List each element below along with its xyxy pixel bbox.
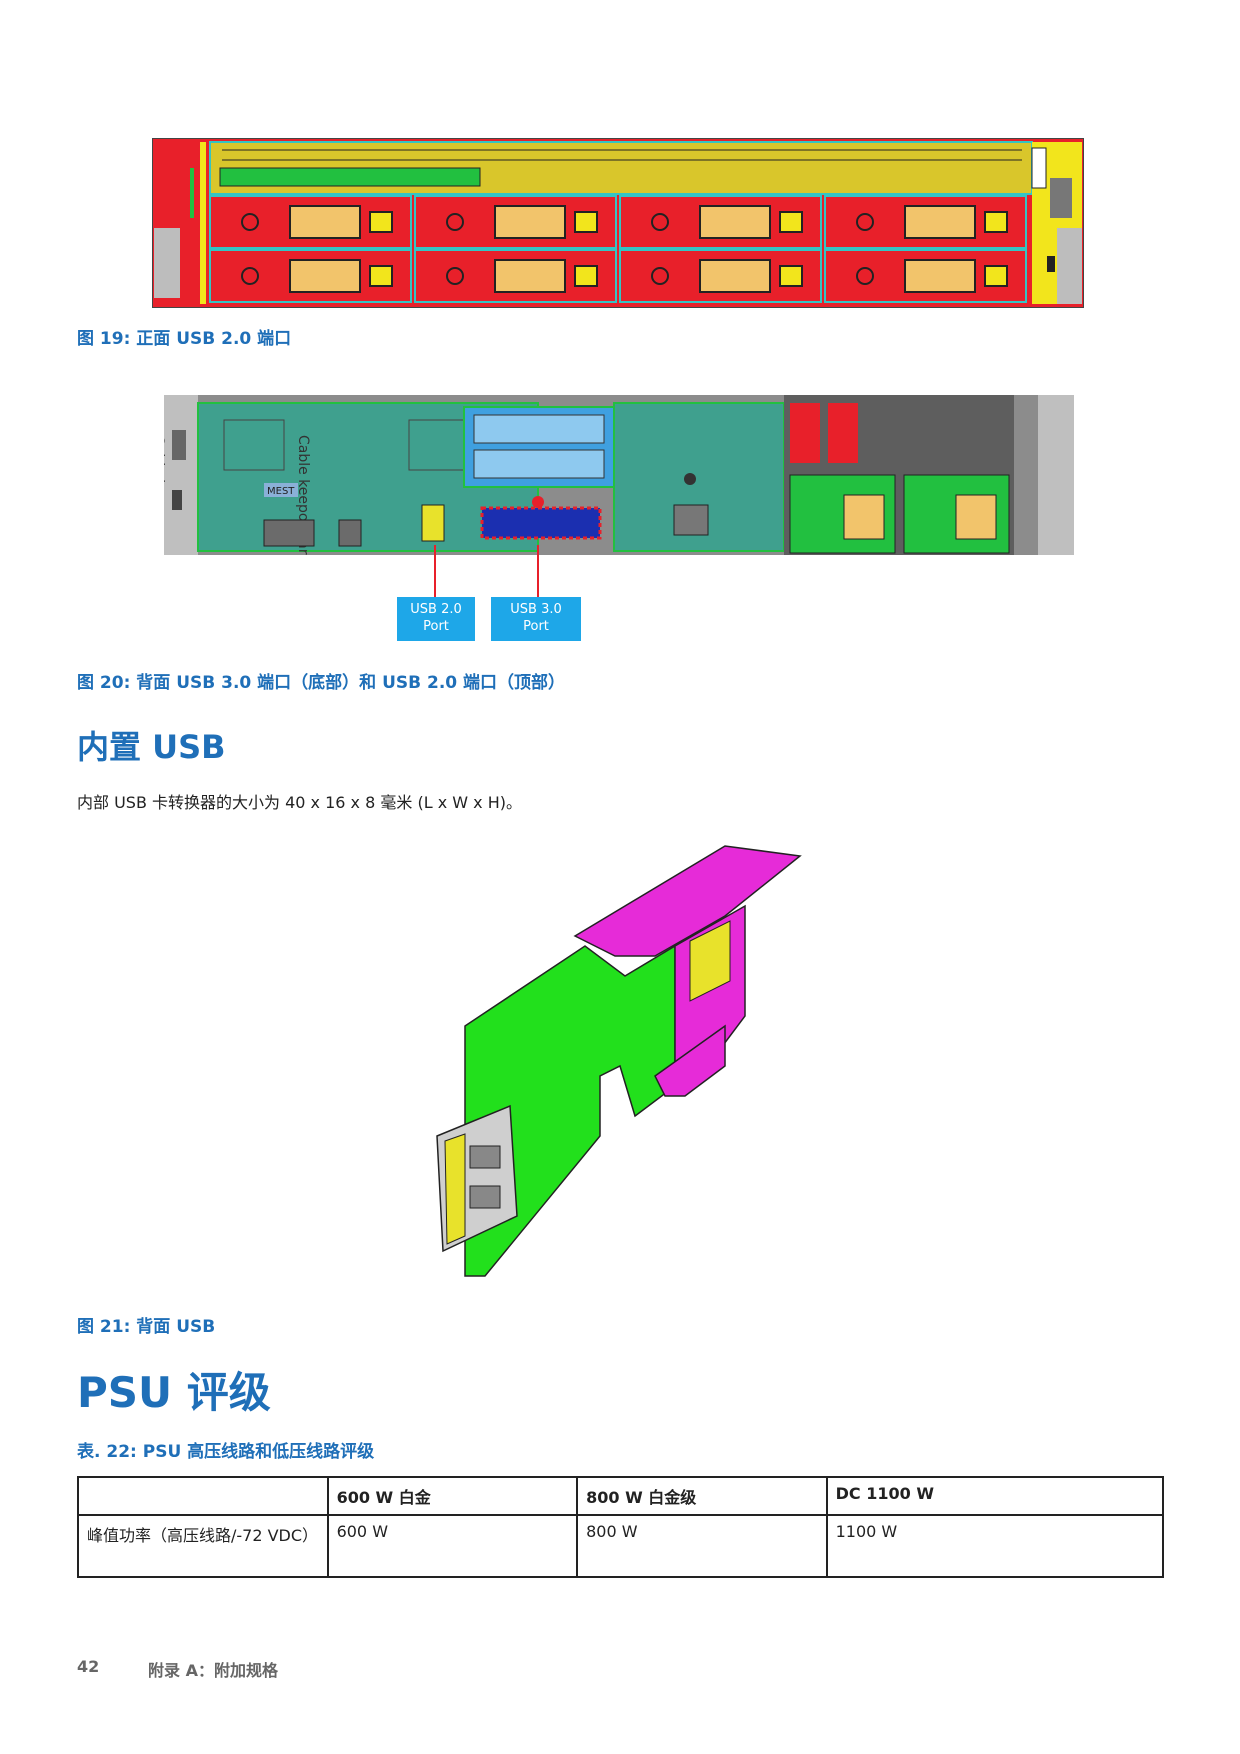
rear-panel-figure: Cable keepout area Cable keepout area ME… — [150, 395, 1074, 572]
psu-table-caption: 表. 22: PSU 高压线路和低压线路评级 — [77, 1442, 375, 1462]
table-header-cell: DC 1100 W — [825, 1476, 1165, 1516]
mest-label: MEST — [267, 486, 295, 497]
drive-bay-grill — [289, 259, 361, 293]
drive-bay-latch — [574, 211, 598, 233]
footer-section-title: 附录 A：附加规格 — [148, 1661, 278, 1680]
psu-heading: PSU 评级 — [77, 1368, 271, 1417]
table-cell: 800 W — [576, 1514, 828, 1578]
drive-bay-latch — [984, 265, 1008, 287]
table-header-cell: 600 W 白金 — [326, 1476, 579, 1516]
drive-bay-latch — [779, 211, 803, 233]
figure19-caption: 图 19: 正面 USB 2.0 端口 — [77, 329, 292, 349]
drive-bay-latch — [369, 265, 393, 287]
drive-bay-latch — [574, 265, 598, 287]
drive-bay-latch — [369, 211, 393, 233]
drive-bay-grill — [289, 205, 361, 239]
figure20-caption: 图 20: 背面 USB 3.0 端口（底部）和 USB 2.0 端口（顶部） — [77, 673, 566, 693]
drive-bay-release-icon — [241, 213, 259, 231]
drive-bay-grill — [699, 205, 771, 239]
table-cell: 1100 W — [825, 1514, 1165, 1578]
drive-bay-grill — [494, 205, 566, 239]
table-cell: 600 W — [326, 1514, 579, 1578]
internal-usb-card-figure — [425, 826, 805, 1296]
front-panel-figure — [151, 137, 1085, 309]
usb3-port-callout: USB 3.0 Port — [491, 597, 581, 641]
internal-usb-heading: 内置 USB — [77, 728, 226, 766]
drive-bay-release-icon — [651, 213, 669, 231]
drive-bay-release-icon — [856, 267, 874, 285]
page-number: 42 — [77, 1657, 100, 1676]
drive-bay-release-icon — [241, 267, 259, 285]
drive-bay-grill — [904, 205, 976, 239]
drive-bay-release-icon — [651, 267, 669, 285]
internal-usb-description: 内部 USB 卡转换器的大小为 40 x 16 x 8 毫米 (L x W x … — [77, 793, 522, 812]
drive-bay-grill — [699, 259, 771, 293]
psu-rating-table: 600 W 白金 800 W 白金级 DC 1100 W 峰值功率（高压线路/-… — [77, 1476, 1165, 1578]
table-cell: 峰值功率（高压线路/-72 VDC） — [77, 1514, 329, 1578]
usb3-leader-line — [537, 545, 539, 597]
drive-bay-grill — [904, 259, 976, 293]
table-header-cell — [77, 1476, 329, 1516]
figure21-caption: 图 21: 背面 USB — [77, 1317, 216, 1337]
drive-bay-latch — [779, 265, 803, 287]
usb2-port-callout: USB 2.0 Port — [397, 597, 475, 641]
table-header-cell: 800 W 白金级 — [576, 1476, 828, 1516]
usb2-leader-line — [434, 545, 436, 597]
drive-bay-latch — [984, 211, 1008, 233]
table-header-row: 600 W 白金 800 W 白金级 DC 1100 W — [77, 1476, 1165, 1516]
drive-bay-grill — [494, 259, 566, 293]
drive-bay-release-icon — [856, 213, 874, 231]
drive-bay-release-icon — [446, 267, 464, 285]
drive-bay-release-icon — [446, 213, 464, 231]
cable-keepout-label-1: Cable keepout area — [164, 435, 166, 555]
table-row: 峰值功率（高压线路/-72 VDC） 600 W 800 W 1100 W — [77, 1514, 1165, 1578]
